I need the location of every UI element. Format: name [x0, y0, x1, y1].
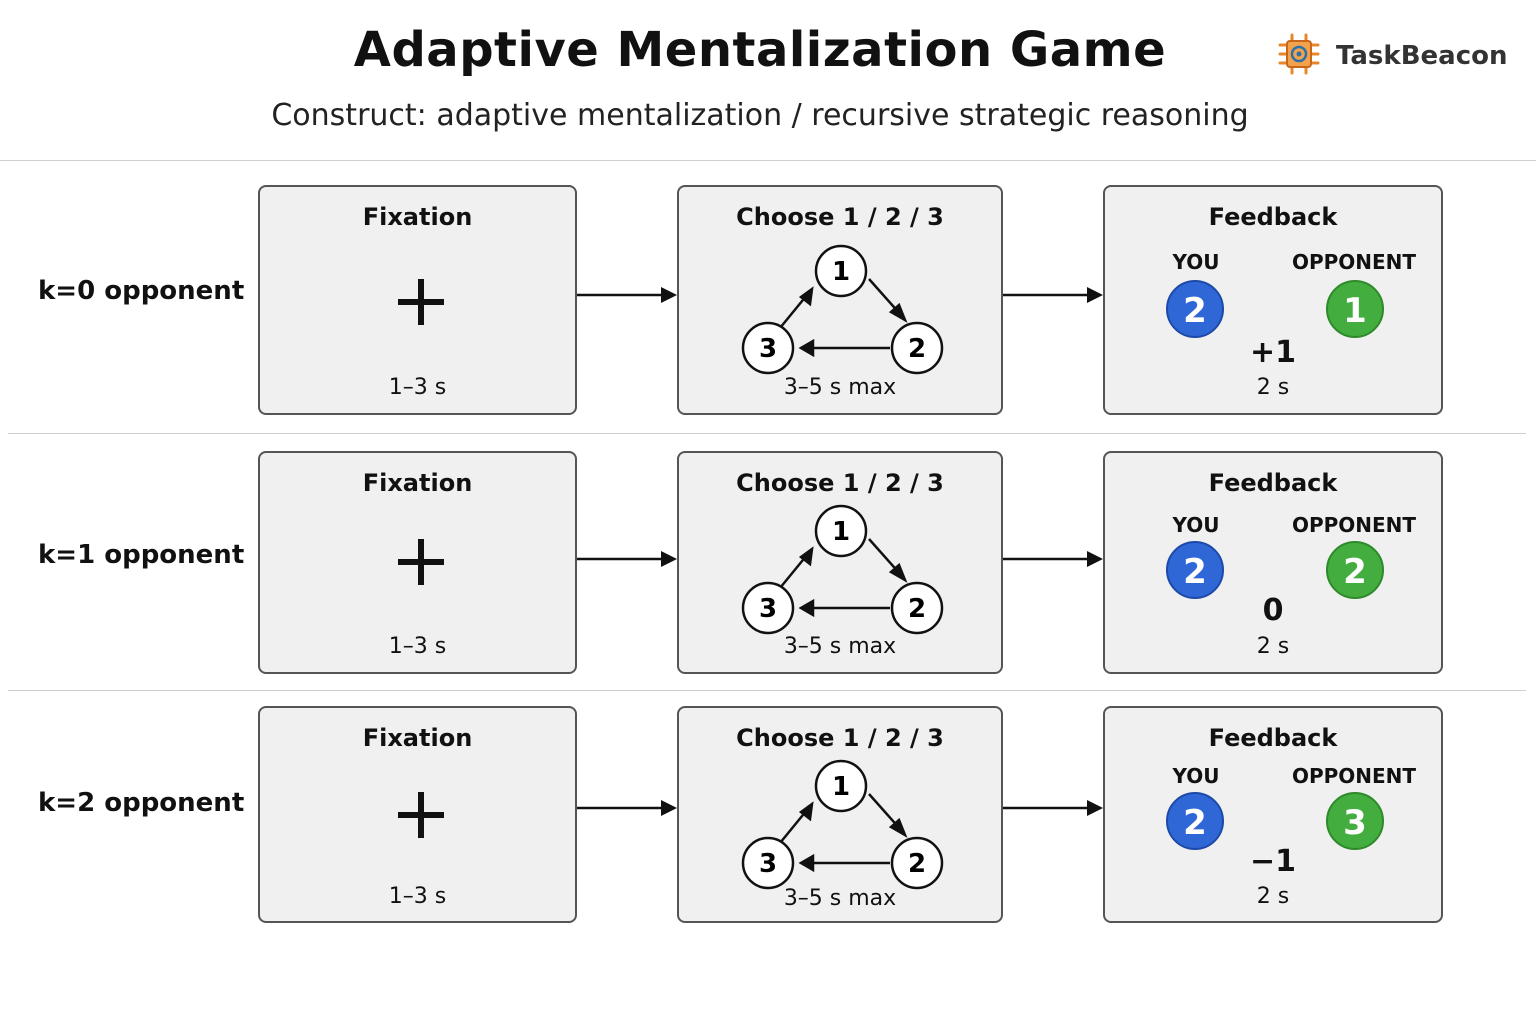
opponent-label: OPPONENT [1291, 250, 1417, 274]
flow-arrow-icon [1003, 551, 1103, 567]
you-label: YOU [1172, 764, 1220, 788]
choice-option-3: 3 [741, 836, 795, 890]
feedback-score: −1 [1249, 844, 1296, 879]
feedback-timing: 2 s [1256, 375, 1290, 400]
opponent-choice-circle: 1 [1326, 280, 1384, 338]
you-choice-circle: 2 [1166, 280, 1224, 338]
fixation-cross-icon [398, 279, 444, 325]
opponent-choice-circle: 2 [1326, 541, 1384, 599]
choice-cycle-diagram: 1 2 3 [741, 504, 944, 635]
fixation-timing: 1–3 s [388, 375, 447, 400]
fixation-panel: Fixation 1–3 s [258, 706, 577, 923]
svg-text:3: 3 [759, 594, 777, 624]
brand-name: TaskBeacon [1336, 41, 1508, 71]
choice-option-3: 3 [741, 321, 795, 375]
you-choice-circle: 2 [1166, 541, 1224, 599]
you-choice-circle: 2 [1166, 792, 1224, 850]
choice-timing: 3–5 s max [783, 634, 897, 659]
feedback-timing: 2 s [1256, 634, 1290, 659]
taskbeacon-logo-icon [1276, 31, 1322, 81]
choice-option-1: 1 [814, 759, 868, 813]
svg-text:3: 3 [759, 849, 777, 879]
flow-arrow-icon [577, 551, 677, 567]
fixation-timing: 1–3 s [388, 634, 447, 659]
flow-arrow-icon [577, 287, 677, 303]
header-divider [0, 160, 1536, 161]
fixation-title: Fixation [362, 469, 473, 497]
feedback-panel: Feedback YOU OPPONENT 2 3 −1 2 s [1103, 706, 1443, 923]
fixation-cross-icon [398, 539, 444, 585]
choice-option-3: 3 [741, 581, 795, 635]
fixation-panel: Fixation 1–3 s [258, 451, 577, 674]
row-label-k2: k=2 opponent [38, 788, 245, 818]
svg-text:2: 2 [908, 594, 926, 624]
feedback-score: +1 [1249, 335, 1296, 370]
choice-timing: 3–5 s max [783, 886, 897, 911]
svg-text:2: 2 [908, 334, 926, 364]
brand: TaskBeacon [1276, 31, 1508, 81]
choice-option-1: 1 [814, 244, 868, 298]
page-subtitle: Construct: adaptive mentalization / recu… [271, 98, 1249, 133]
opponent-label: OPPONENT [1291, 513, 1417, 537]
feedback-timing: 2 s [1256, 884, 1290, 909]
choice-cycle-diagram: 1 2 3 [741, 759, 944, 890]
choice-title: Choose 1 / 2 / 3 [736, 469, 944, 497]
svg-text:3: 3 [759, 334, 777, 364]
choice-cycle-diagram: 1 2 3 [741, 244, 944, 375]
choice-option-1: 1 [814, 504, 868, 558]
flow-arrow-icon [1003, 800, 1103, 816]
fixation-panel: Fixation 1–3 s [258, 185, 577, 415]
row-divider [8, 433, 1526, 434]
choice-title: Choose 1 / 2 / 3 [736, 724, 944, 752]
choice-option-2: 2 [890, 581, 944, 635]
row-label-k1: k=1 opponent [38, 540, 245, 570]
feedback-panel: Feedback YOU OPPONENT 2 2 0 2 s [1103, 451, 1443, 674]
feedback-panel: Feedback YOU OPPONENT 2 1 +1 2 s [1103, 185, 1443, 415]
opponent-label: OPPONENT [1291, 764, 1417, 788]
svg-text:2: 2 [908, 849, 926, 879]
row-label-k0: k=0 opponent [38, 276, 245, 306]
opponent-choice-circle: 3 [1326, 792, 1384, 850]
feedback-title: Feedback [1208, 469, 1338, 497]
row-divider [8, 690, 1526, 691]
choice-panel: Choose 1 / 2 / 3 1 2 3 3–5 s max [677, 185, 1003, 415]
choice-panel: Choose 1 / 2 / 3 1 2 3 3–5 s max [677, 451, 1003, 674]
you-label: YOU [1172, 513, 1220, 537]
choice-title: Choose 1 / 2 / 3 [736, 203, 944, 231]
svg-text:1: 1 [832, 517, 850, 547]
svg-text:1: 1 [832, 257, 850, 287]
fixation-title: Fixation [362, 724, 473, 752]
fixation-title: Fixation [362, 203, 473, 231]
choice-timing: 3–5 s max [783, 375, 897, 400]
feedback-title: Feedback [1208, 203, 1338, 231]
choice-option-2: 2 [890, 321, 944, 375]
choice-option-2: 2 [890, 836, 944, 890]
fixation-timing: 1–3 s [388, 884, 447, 909]
flow-arrow-icon [577, 800, 677, 816]
feedback-title: Feedback [1208, 724, 1338, 752]
fixation-cross-icon [398, 792, 444, 838]
you-label: YOU [1172, 250, 1220, 274]
page-title: Adaptive Mentalization Game [353, 22, 1167, 78]
choice-panel: Choose 1 / 2 / 3 1 2 3 3–5 s max [677, 706, 1003, 923]
svg-text:1: 1 [832, 772, 850, 802]
flow-arrow-icon [1003, 287, 1103, 303]
feedback-score: 0 [1262, 593, 1284, 628]
